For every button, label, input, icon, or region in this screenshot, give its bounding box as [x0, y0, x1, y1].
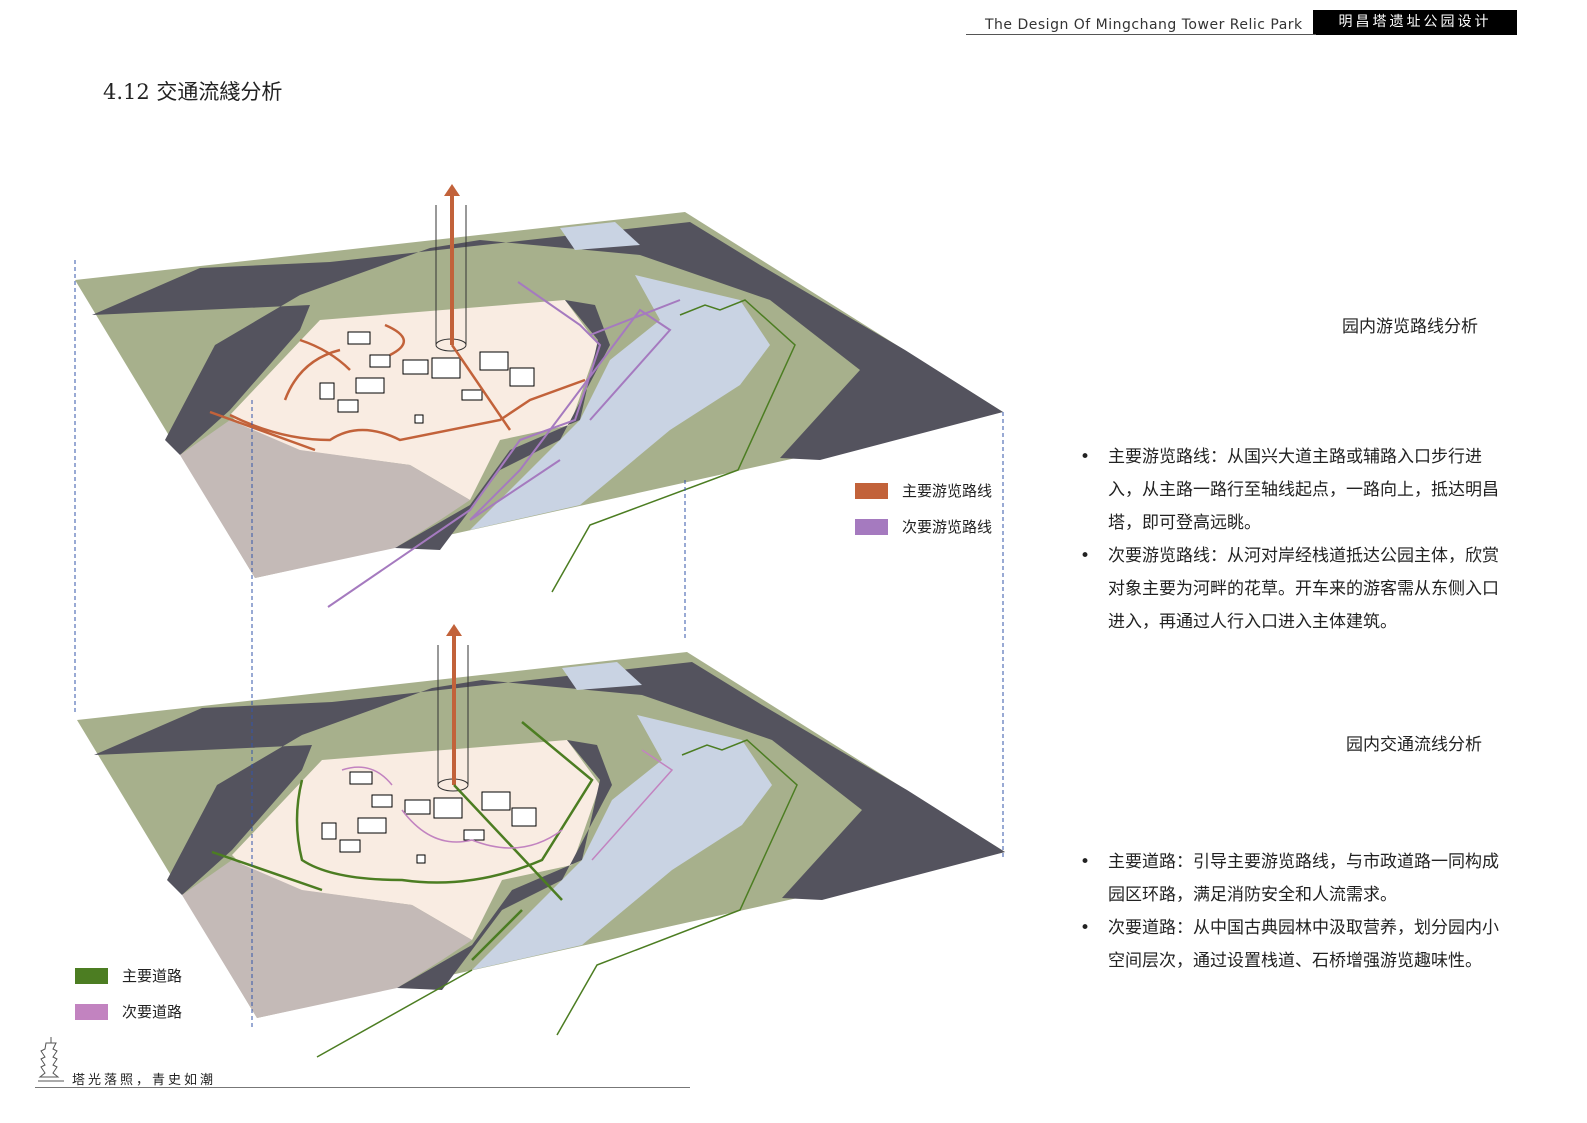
legend-swatch — [855, 482, 888, 499]
header-chinese-title: 明昌塔遗址公园设计 — [1313, 10, 1517, 35]
diagram-traffic-routes — [76, 624, 1006, 1058]
boardwalk-route — [551, 299, 796, 593]
bullet-text: 主要道路：引导主要游览路线，与市政道路一同构成园区环路，满足消防安全和人流需求。 — [1108, 852, 1499, 905]
page-title: 4.12 交通流綫分析 — [103, 80, 283, 104]
bullet-item: • 主要道路：引导主要游览路线，与市政道路一同构成园区环路，满足消防安全和人流需求… — [1080, 846, 1508, 912]
legend-swatch — [75, 1003, 108, 1020]
bullet-dot: • — [1080, 918, 1091, 938]
legend-label: 主要游览路线 — [902, 482, 993, 500]
secondary-tour-route — [327, 281, 681, 608]
footer-slogan: 塔光落照，青史如潮 — [72, 1073, 217, 1088]
main-tour-route — [209, 323, 586, 452]
section2-heading: 园内交通流线分析 — [1346, 735, 1482, 755]
legend-swatch — [75, 967, 108, 984]
legend-label: 次要游览路线 — [902, 518, 993, 536]
legend-label: 主要道路 — [122, 967, 183, 985]
header-divider — [966, 34, 1316, 35]
legend-label: 次要道路 — [122, 1003, 183, 1021]
legend-item-main-road: 主要道路 — [75, 965, 182, 986]
footer-divider — [35, 1087, 690, 1088]
bullet-item: • 次要游览路线：从河对岸经栈道抵达公园主体，欣赏对象主要为河畔的花草。开车来的游… — [1080, 540, 1508, 639]
secondary-road-route — [341, 749, 674, 861]
pagoda-icon — [38, 1037, 64, 1082]
header-english-title: The Design Of Mingchang Tower Relic Park — [985, 17, 1303, 33]
legend-item-secondary-tour: 次要游览路线 — [855, 516, 992, 537]
diagram-tour-routes — [74, 184, 1004, 608]
outer-road-route — [316, 739, 798, 1058]
legend-swatch — [855, 518, 888, 535]
arrow-head — [444, 184, 460, 196]
main-road-route — [211, 721, 594, 961]
bullet-text: 主要游览路线：从国兴大道主路或辅路入口步行进入，从主路一路行至轴线起点，一路向上… — [1108, 447, 1499, 533]
bullet-item: • 次要道路：从中国古典园林中汲取营养，划分园内小空间层次，通过设置栈道、石桥增强… — [1080, 912, 1508, 978]
alignment-guides — [74, 260, 1004, 1028]
bullet-dot: • — [1080, 546, 1091, 566]
section1-bullets: • 主要游览路线：从国兴大道主路或辅路入口步行进入，从主路一路行至轴线起点，一路向… — [1080, 441, 1508, 639]
bullet-text: 次要道路：从中国古典园林中汲取营养，划分园内小空间层次，通过设置栈道、石桥增强游… — [1108, 918, 1499, 971]
bullet-text: 次要游览路线：从河对岸经栈道抵达公园主体，欣赏对象主要为河畔的花草。开车来的游客… — [1108, 546, 1499, 632]
bullet-item: • 主要游览路线：从国兴大道主路或辅路入口步行进入，从主路一路行至轴线起点，一路向… — [1080, 441, 1508, 540]
bullet-dot: • — [1080, 852, 1091, 872]
arrow-head — [446, 624, 462, 636]
section2-bullets: • 主要道路：引导主要游览路线，与市政道路一同构成园区环路，满足消防安全和人流需求… — [1080, 846, 1508, 978]
legend-item-main-tour: 主要游览路线 — [855, 480, 992, 501]
bullet-dot: • — [1080, 447, 1091, 467]
legend-item-secondary-road: 次要道路 — [75, 1001, 182, 1022]
section1-heading: 园内游览路线分析 — [1342, 317, 1478, 337]
